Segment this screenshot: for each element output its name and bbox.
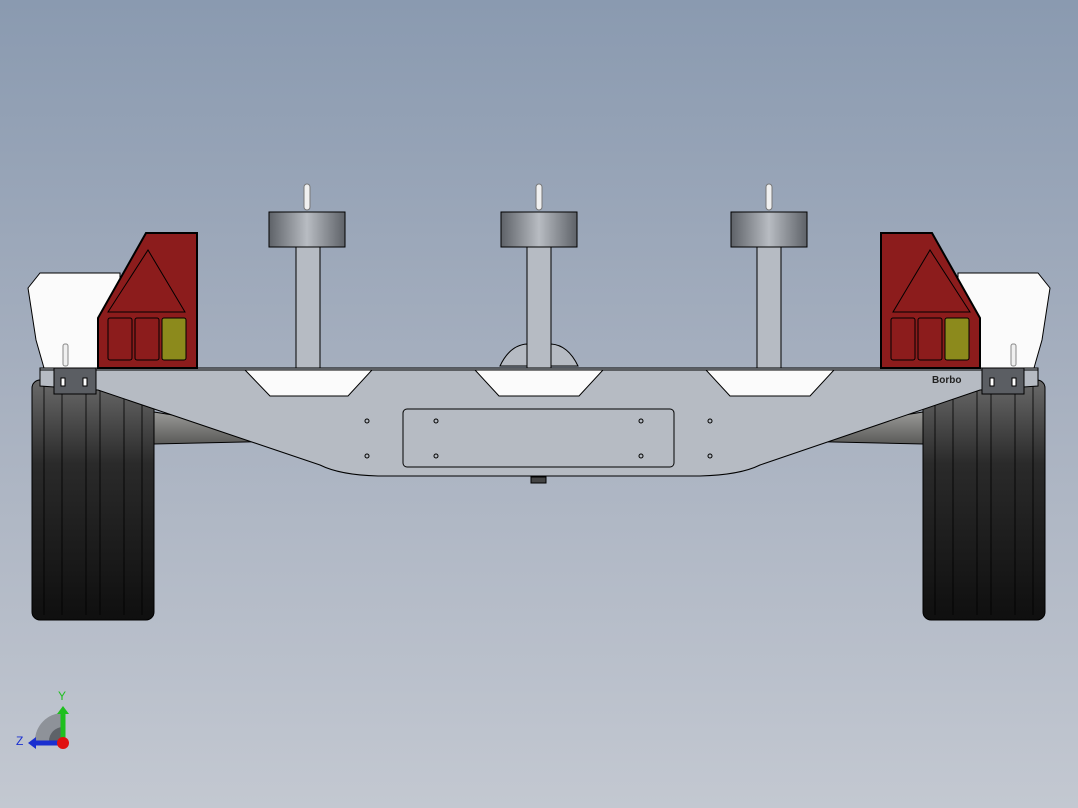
support-post-left	[268, 183, 346, 371]
left-tail-light	[97, 232, 198, 369]
right-wheel	[922, 379, 1046, 621]
z-axis-label: Z	[16, 734, 23, 748]
origin-point	[57, 737, 69, 749]
right-marker-bracket	[981, 343, 1025, 395]
coordinate-triad[interactable]: Y Z	[16, 689, 69, 749]
support-post-center	[499, 183, 579, 371]
license-plate-area	[402, 408, 675, 468]
y-axis-label: Y	[58, 689, 66, 703]
brand-label: Borbo	[932, 375, 961, 386]
mount-holes	[364, 418, 713, 459]
left-marker-bracket	[53, 343, 97, 395]
right-tail-light	[880, 232, 981, 369]
tow-tab	[530, 476, 547, 484]
support-post-right	[730, 183, 808, 371]
left-wheel	[31, 379, 155, 621]
frame-notches	[243, 369, 836, 397]
